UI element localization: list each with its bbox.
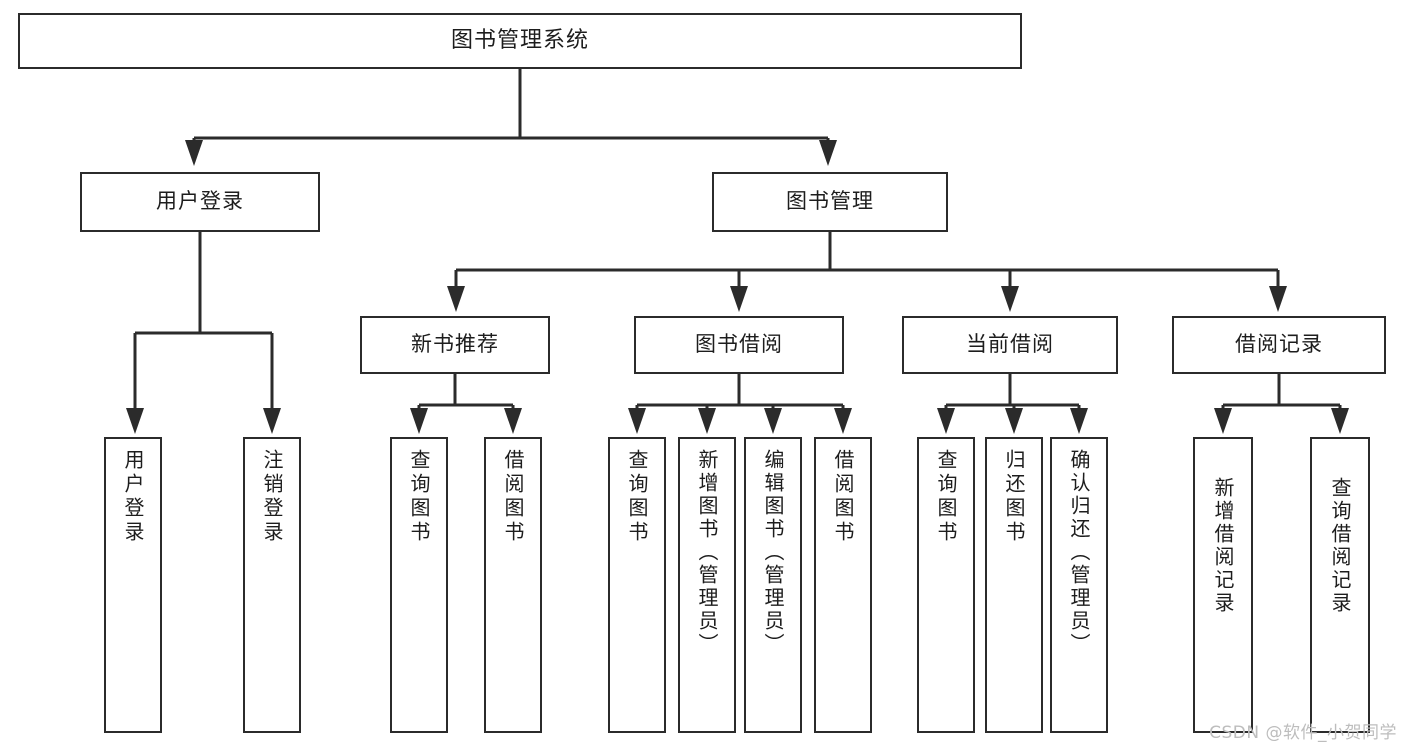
arrow-head-icon	[126, 408, 144, 434]
node-leaf-query-book-2-label: 查询图书	[625, 449, 649, 545]
node-user-login[interactable]: 用户登录	[80, 172, 320, 232]
arrow-head-icon	[834, 408, 852, 434]
arrow-head-icon	[819, 140, 837, 166]
node-current-borrow-label: 当前借阅	[966, 332, 1054, 357]
watermark: CSDN @软件_小贺同学	[1209, 723, 1397, 743]
node-leaf-query-book-2[interactable]: 查询图书	[608, 437, 666, 733]
node-leaf-borrow-book-1[interactable]: 借阅图书	[484, 437, 542, 733]
node-leaf-return-book-label: 归还图书	[1002, 449, 1026, 545]
node-borrow-record[interactable]: 借阅记录	[1172, 316, 1386, 374]
node-root-label: 图书管理系统	[450, 27, 589, 53]
node-user-login-label: 用户登录	[156, 189, 244, 214]
node-leaf-add-book[interactable]: 新增图书（管理员）	[678, 437, 736, 733]
node-book-borrow-label: 图书借阅	[695, 332, 783, 357]
node-leaf-return-book[interactable]: 归还图书	[985, 437, 1043, 733]
arrow-head-icon	[1269, 286, 1287, 312]
arrow-head-icon	[504, 408, 522, 434]
arrow-head-icon	[263, 408, 281, 434]
arrow-head-icon	[937, 408, 955, 434]
node-leaf-borrow-book-2-label: 借阅图书	[831, 449, 855, 545]
node-leaf-query-book-1-label: 查询图书	[407, 449, 431, 545]
arrow-head-icon	[730, 286, 748, 312]
node-book-manage-label: 图书管理	[786, 189, 874, 214]
node-leaf-confirm-return-label: 确认归还（管理员）	[1067, 449, 1091, 656]
arrow-head-icon	[628, 408, 646, 434]
arrow-head-icon	[1005, 408, 1023, 434]
node-leaf-edit-book[interactable]: 编辑图书（管理员）	[744, 437, 802, 733]
node-leaf-add-book-label: 新增图书（管理员）	[695, 449, 719, 656]
arrow-head-icon	[764, 408, 782, 434]
node-leaf-add-record-label: 新增借阅记录	[1211, 477, 1235, 615]
node-book-manage[interactable]: 图书管理	[712, 172, 948, 232]
node-leaf-query-record-label: 查询借阅记录	[1328, 477, 1352, 615]
node-root[interactable]: 图书管理系统	[18, 13, 1022, 69]
node-leaf-query-book-1[interactable]: 查询图书	[390, 437, 448, 733]
node-leaf-borrow-book-1-label: 借阅图书	[501, 449, 525, 545]
arrow-head-icon	[1070, 408, 1088, 434]
node-leaf-user-login-label: 用户登录	[121, 449, 145, 545]
node-leaf-query-book-3[interactable]: 查询图书	[917, 437, 975, 733]
arrow-head-icon	[447, 286, 465, 312]
node-leaf-query-book-3-label: 查询图书	[934, 449, 958, 545]
node-leaf-logout[interactable]: 注销登录	[243, 437, 301, 733]
arrow-head-icon	[410, 408, 428, 434]
node-leaf-query-record[interactable]: 查询借阅记录	[1310, 437, 1370, 733]
node-book-borrow[interactable]: 图书借阅	[634, 316, 844, 374]
arrow-head-icon	[185, 140, 203, 166]
node-leaf-edit-book-label: 编辑图书（管理员）	[761, 449, 785, 656]
arrow-head-icon	[698, 408, 716, 434]
node-leaf-borrow-book-2[interactable]: 借阅图书	[814, 437, 872, 733]
node-leaf-add-record[interactable]: 新增借阅记录	[1193, 437, 1253, 733]
node-leaf-confirm-return[interactable]: 确认归还（管理员）	[1050, 437, 1108, 733]
node-borrow-record-label: 借阅记录	[1235, 332, 1323, 357]
node-new-book-rec[interactable]: 新书推荐	[360, 316, 550, 374]
arrow-head-icon	[1001, 286, 1019, 312]
arrow-head-icon	[1214, 408, 1232, 434]
node-current-borrow[interactable]: 当前借阅	[902, 316, 1118, 374]
arrow-head-icon	[1331, 408, 1349, 434]
node-leaf-user-login[interactable]: 用户登录	[104, 437, 162, 733]
node-new-book-rec-label: 新书推荐	[411, 332, 499, 357]
node-leaf-logout-label: 注销登录	[260, 449, 284, 545]
